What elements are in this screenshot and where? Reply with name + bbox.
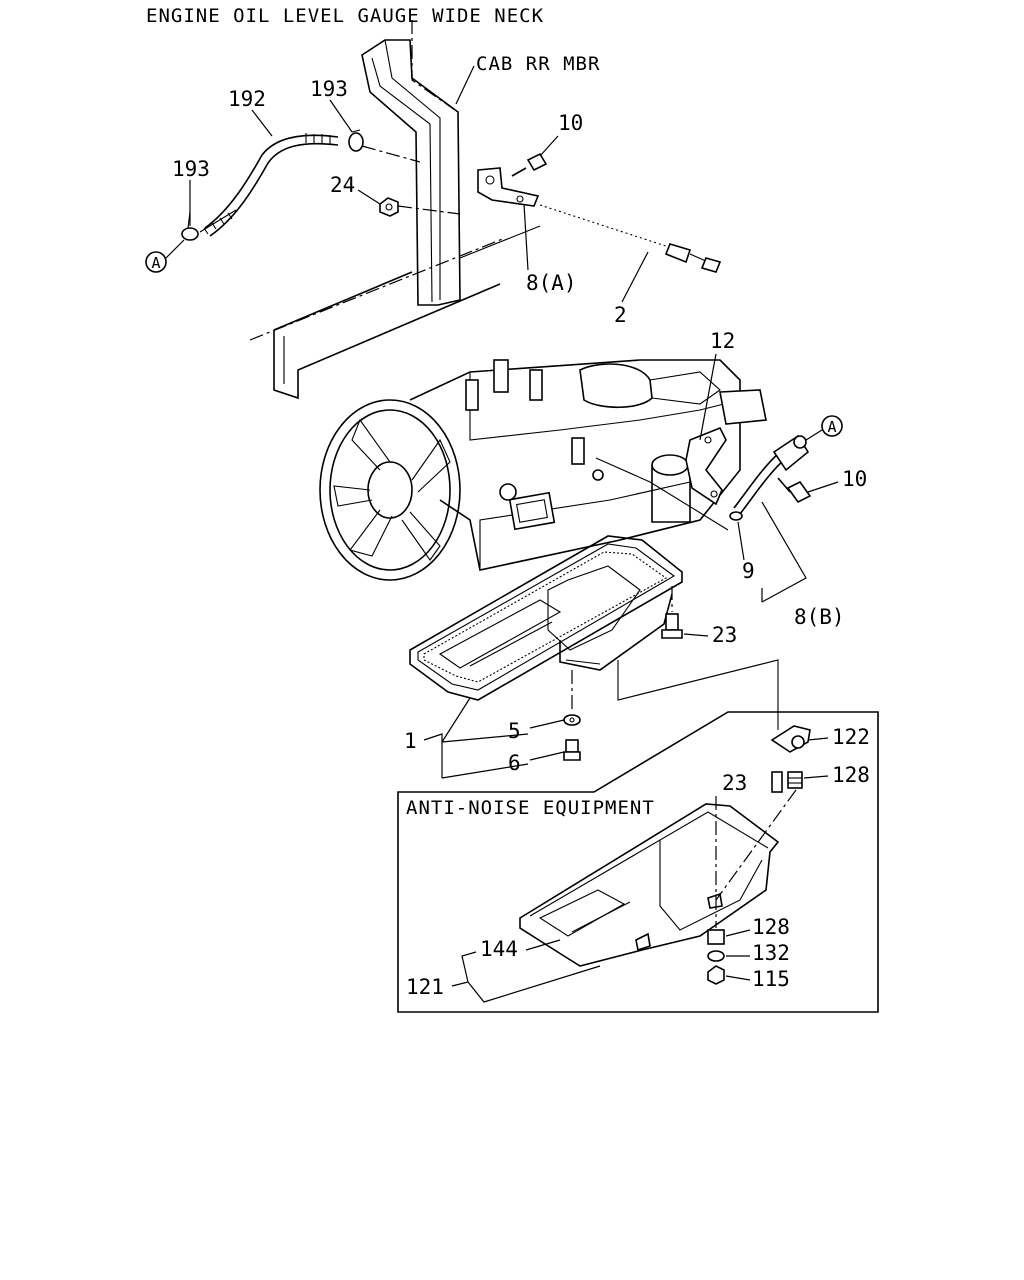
washer-132 [707,950,725,962]
leader-8a [523,203,529,271]
label-193-left: 193 [172,157,210,181]
bolt-10-right [777,477,812,504]
leader-ref-a-left [165,239,185,259]
label-193-top: 193 [310,77,348,101]
label-115: 115 [752,967,790,991]
leader-115 [725,975,751,981]
washer-5 [563,714,581,726]
leader-122 [807,737,829,741]
leader-24 [357,189,381,205]
leader-9 [737,521,745,561]
grommet-128-top [787,771,803,789]
leader-128-top [803,775,829,779]
label-132: 132 [752,941,790,965]
leader-2 [621,251,649,303]
label-6: 6 [508,751,521,775]
leader-cab-rr-mbr [455,65,475,105]
label-122: 122 [832,725,870,749]
label-23-box: 23 [722,771,747,795]
ref-a-left-circle [145,251,167,273]
leader-10-top [539,135,559,157]
bolt-10-top [511,152,548,177]
leader-8b [761,501,807,603]
leader-121 [451,951,601,1003]
leader-10-right [807,481,839,493]
label-10-top: 10 [558,111,583,135]
engine-block [319,359,767,581]
label-2: 2 [614,303,627,327]
ref-a-right: A [827,418,836,436]
nut-115 [707,965,725,985]
label-24: 24 [330,173,355,197]
label-9: 9 [742,559,755,583]
leader-128-low [725,929,751,937]
anti-noise-frame [397,711,879,1013]
label-23-top: 23 [712,623,737,647]
cab-rear-member [361,20,461,306]
bracket-12 [685,426,727,506]
label-121: 121 [406,975,444,999]
label-8a: 8(A) [526,271,577,295]
pan-leader [617,659,779,730]
label-128-top: 128 [832,763,870,787]
leader-144 [525,939,561,951]
bolt-23-top [661,613,683,639]
leader-23-top [683,633,709,637]
bracket-8a [477,167,540,207]
bracket-122 [770,725,811,753]
label-144: 144 [480,937,518,961]
plug-6 [563,739,581,761]
dipstick-2 [539,204,722,273]
leader-ref-a-right [805,429,823,441]
leader-193-top [329,99,353,133]
leader-1 [423,697,529,779]
label-8b: 8(B) [794,605,845,629]
hose-centerline [361,145,421,163]
label-5: 5 [508,719,521,743]
oil-pan-1 [409,535,683,701]
diagram-title: ENGINE OIL LEVEL GAUGE WIDE NECK [146,5,544,27]
label-anti-noise: ANTI-NOISE EQUIPMENT [406,797,655,819]
label-128-low: 128 [752,915,790,939]
ref-a-left: A [151,254,160,272]
bolt-23-box [771,771,783,793]
under-cover-121 [519,803,780,967]
leader-192 [251,109,273,137]
guide-tube-8b [733,434,810,515]
frame-rail [249,225,541,400]
o-ring-9 [729,511,743,521]
clamp-193-top [348,129,364,152]
label-12: 12 [710,329,735,353]
nut-24 [379,197,399,217]
leader-5 [529,719,565,729]
mount-link-axis [715,789,797,901]
label-192: 192 [228,87,266,111]
grommet-128-low [707,929,725,945]
leader-6 [529,751,565,761]
ref-a-right-circle [821,415,843,437]
nut-24-axis [397,205,461,215]
label-cab-rr-mbr: CAB RR MBR [476,53,600,75]
leader-12 [699,353,717,441]
label-1: 1 [404,729,417,753]
label-10-right: 10 [842,467,867,491]
hose-192 [199,133,339,237]
